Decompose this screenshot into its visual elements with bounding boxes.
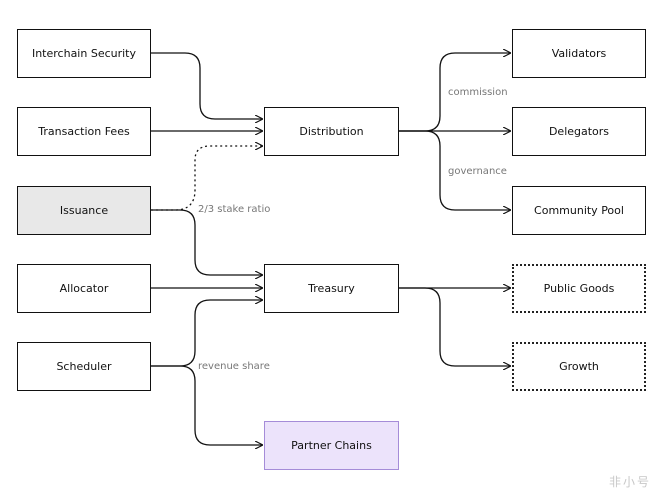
node-label: Distribution (299, 125, 364, 138)
node-validators: Validators (512, 29, 646, 78)
node-label: Issuance (59, 204, 109, 217)
edge-label-commission: commission (448, 87, 508, 98)
node-label: Partner Chains (291, 439, 372, 452)
edge-scheduler-to-partner (151, 365, 262, 445)
node-label: Interchain Security (31, 47, 137, 60)
node-label: Growth (559, 360, 599, 373)
node-partner-chains: Partner Chains (264, 421, 399, 470)
node-public-goods: Public Goods (512, 264, 646, 313)
edge-treasury-to-growth (399, 287, 510, 366)
node-label: Transaction Fees (38, 125, 130, 138)
node-label: Validators (551, 47, 607, 60)
node-community-pool: Community Pool (512, 186, 646, 235)
node-delegators: Delegators (512, 107, 646, 156)
node-label: Public Goods (543, 282, 615, 295)
edge-label-stake-ratio: 2/3 stake ratio (198, 204, 271, 215)
node-label: Treasury (308, 282, 355, 295)
node-issuance: Issuance (17, 186, 151, 235)
node-growth: Growth (512, 342, 646, 391)
node-distribution: Distribution (264, 107, 399, 156)
edge-issuance-to-treasury (151, 209, 262, 275)
watermark-logo: 非小号 (608, 475, 651, 489)
edge-scheduler-to-treasury (151, 300, 262, 367)
node-label: Scheduler (56, 360, 112, 373)
edge-interchain-to-distribution (151, 52, 262, 119)
edge-label-revenue-share: revenue share (198, 361, 270, 372)
node-interchain-security: Interchain Security (17, 29, 151, 78)
node-scheduler: Scheduler (17, 342, 151, 391)
edge-label-governance: governance (448, 166, 507, 177)
node-label: Community Pool (534, 204, 624, 217)
node-label: Allocator (59, 282, 109, 295)
node-allocator: Allocator (17, 264, 151, 313)
edge-distribution-to-validators (399, 53, 510, 132)
node-label: Delegators (548, 125, 610, 138)
node-transaction-fees: Transaction Fees (17, 107, 151, 156)
edge-distribution-to-community (399, 130, 510, 210)
edge-issuance-to-distribution (151, 146, 262, 211)
node-treasury: Treasury (264, 264, 399, 313)
